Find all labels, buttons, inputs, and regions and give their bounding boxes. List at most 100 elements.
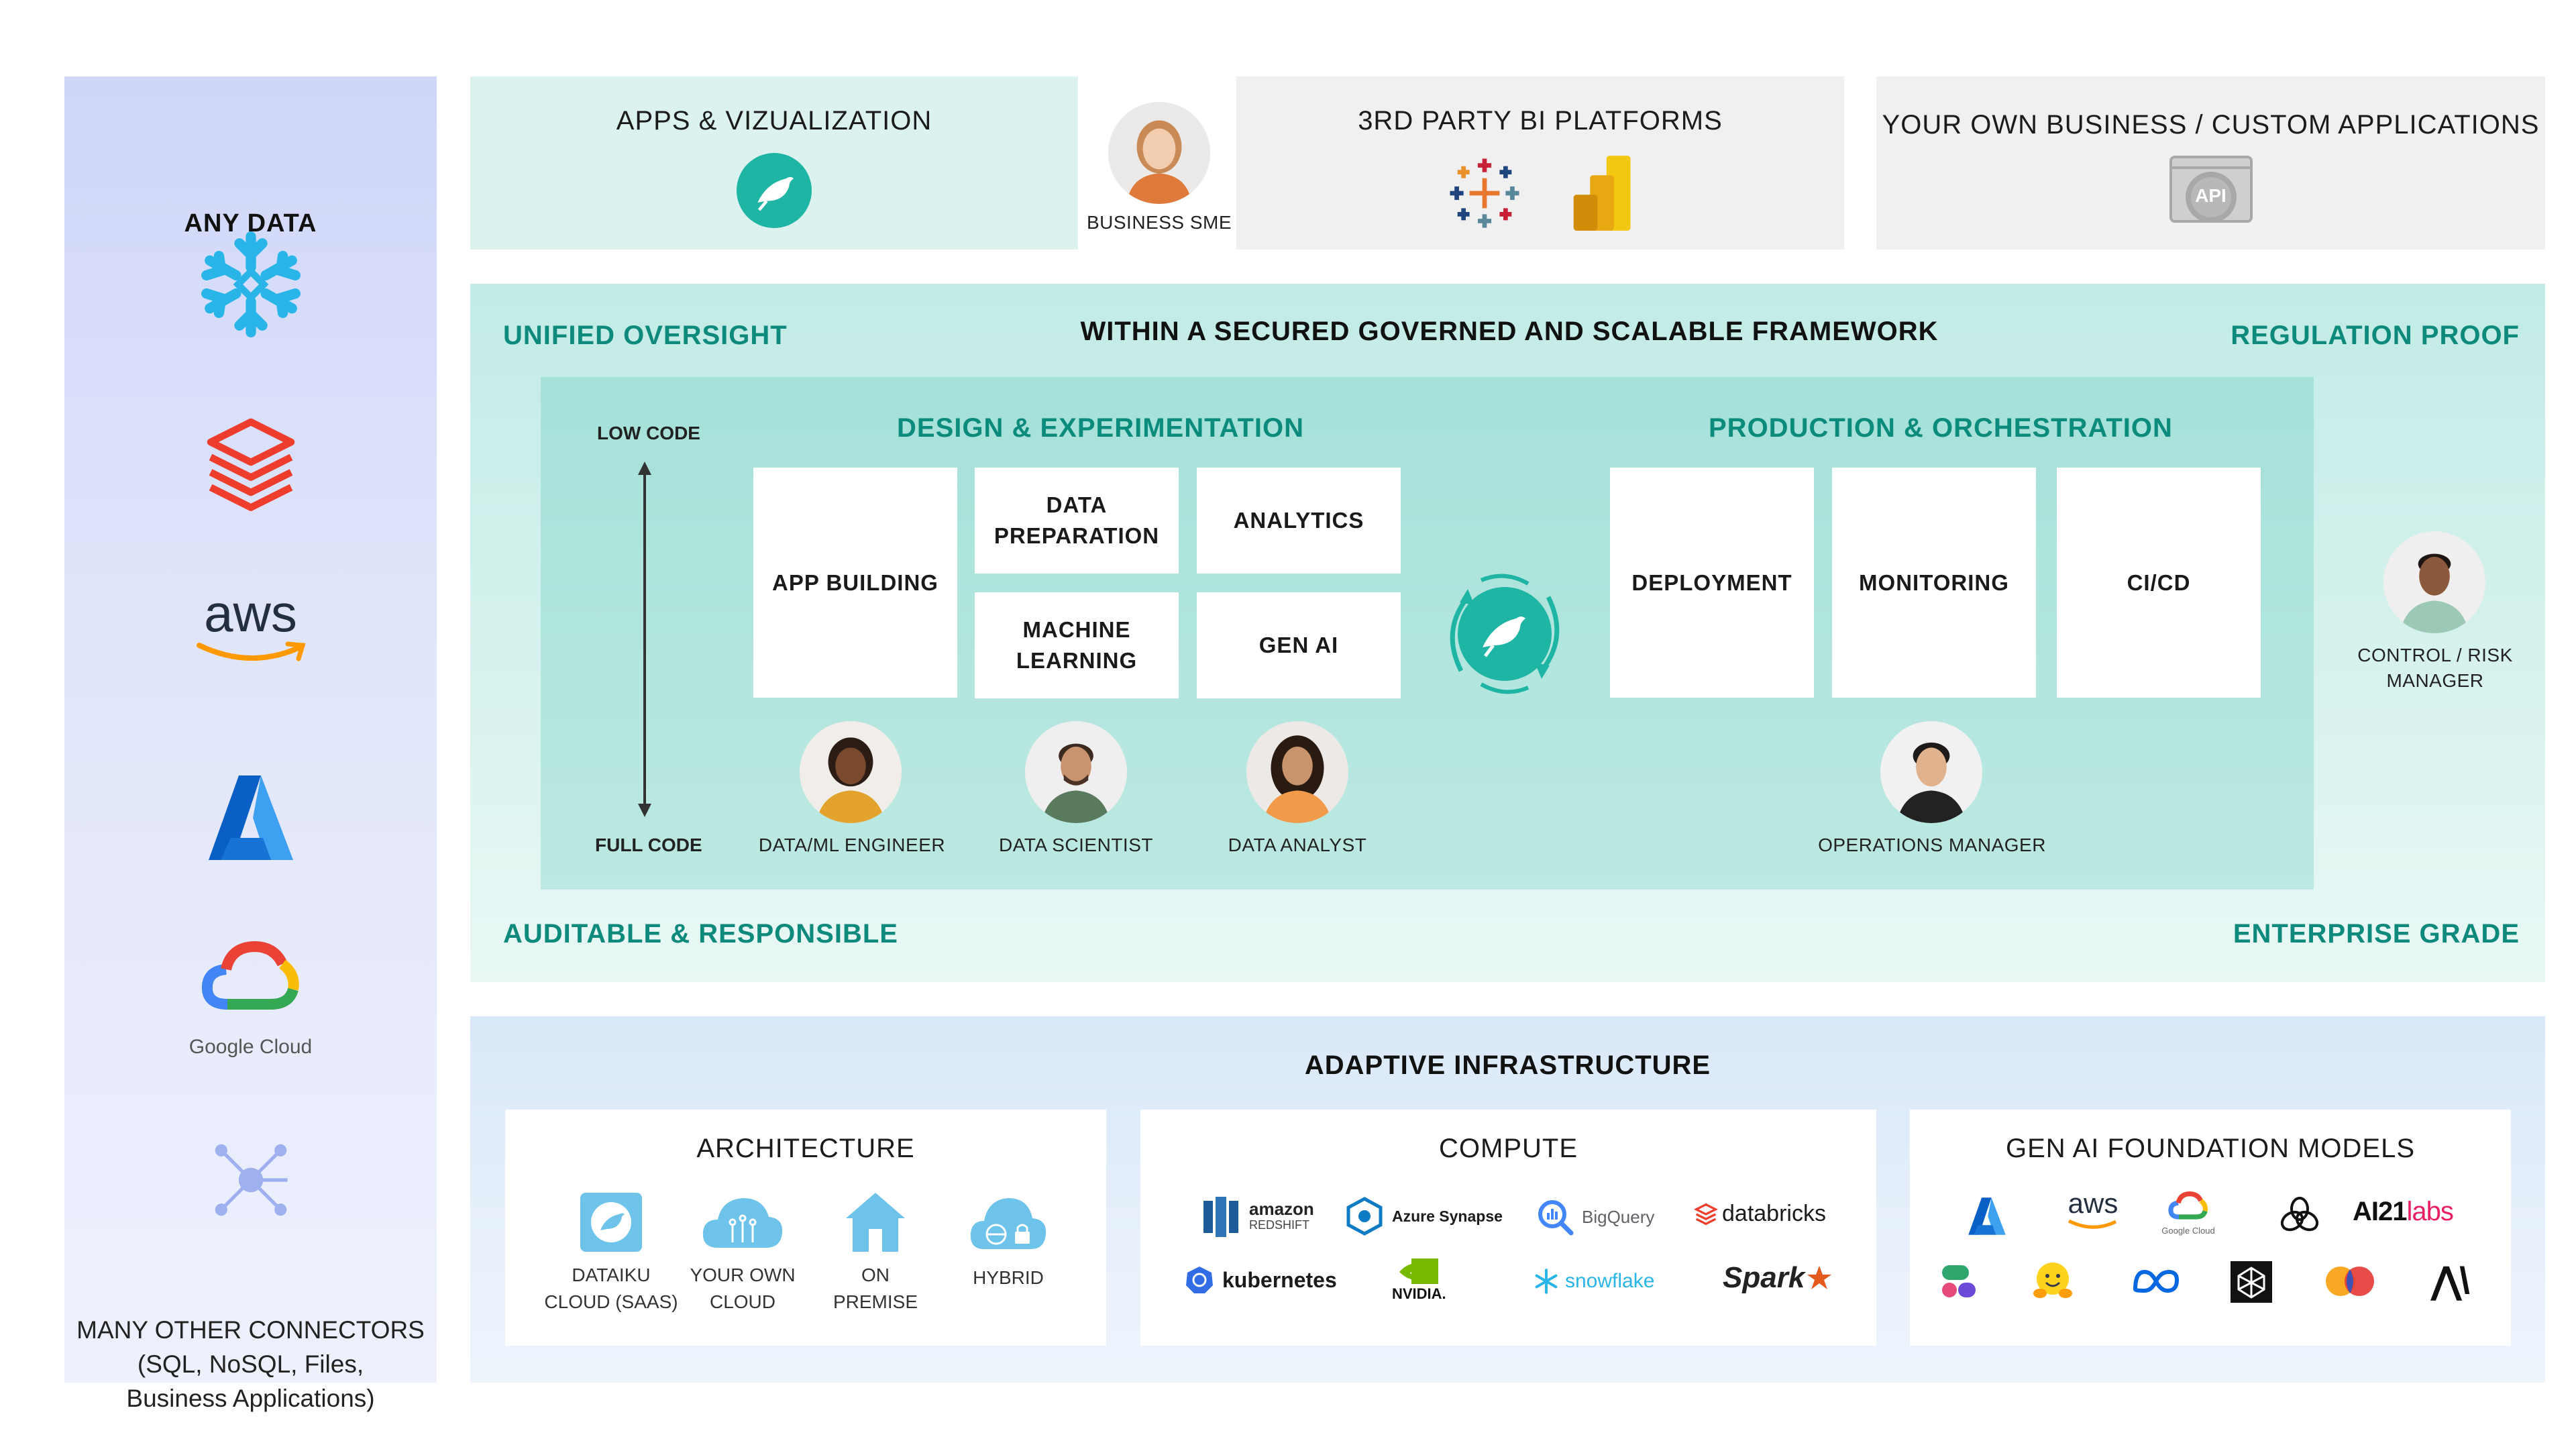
data-preparation-card[interactable]: DATA PREPARATION — [975, 468, 1179, 574]
full-code-label: FULL CODE — [595, 835, 702, 855]
snowflake-small-icon — [1535, 1269, 1558, 1294]
aws-icon: aws — [64, 586, 437, 667]
api-icon: API — [2168, 154, 2254, 233]
connectors-text: MANY OTHER CONNECTORS (SQL, NoSQL, Files… — [64, 1313, 437, 1415]
control-risk-manager-label: CONTROL / RISK MANAGER — [2334, 643, 2536, 694]
nvidia-icon — [1399, 1258, 1439, 1284]
custom-apps-box: YOUR OWN BUSINESS / CUSTOM APPLICATIONS … — [1876, 76, 2545, 250]
nvidia-text: NVIDIA. — [1392, 1285, 1446, 1302]
snowflake-icon — [64, 227, 437, 341]
databricks-logo: databricks — [1694, 1201, 1826, 1227]
card-label: DATA — [1046, 492, 1108, 517]
amazon-redshift-logo: amazon REDSHIFT — [1201, 1195, 1314, 1238]
amazon-text: amazon — [1249, 1199, 1314, 1219]
monitoring-card[interactable]: MONITORING — [1832, 468, 2036, 698]
bi-title: 3RD PARTY BI PLATFORMS — [1358, 106, 1723, 136]
app-building-label: APP BUILDING — [772, 570, 938, 595]
cicd-label: CI/CD — [2127, 570, 2191, 595]
databricks-icon — [64, 412, 437, 513]
card-label: LEARNING — [1016, 648, 1138, 673]
unified-oversight-label: UNIFIED OVERSIGHT — [503, 321, 788, 350]
bi-platforms-box: 3RD PARTY BI PLATFORMS — [1236, 76, 1844, 250]
google-cloud-small-text: Google Cloud — [2161, 1226, 2215, 1236]
bigquery-icon — [1538, 1200, 1574, 1236]
monitoring-label: MONITORING — [1859, 570, 2009, 595]
hybrid-cloud-icon — [970, 1198, 1046, 1249]
dataiku-bird-icon — [737, 153, 812, 228]
deployment-label: DEPLOYMENT — [1631, 570, 1792, 595]
kubernetes-icon — [1186, 1267, 1213, 1293]
apps-box: APPS & VIZUALIZATION — [470, 76, 1078, 250]
framework-title: WITHIN A SECURED GOVERNED AND SCALABLE F… — [1080, 317, 1939, 346]
genai-models-title: GEN AI FOUNDATION MODELS — [2006, 1134, 2415, 1163]
snowflake-compute-logo: snowflake — [1533, 1268, 1654, 1295]
data-scientist-avatar — [1025, 721, 1127, 823]
google-cloud-text: Google Cloud — [189, 1036, 313, 1058]
data-ml-engineer-avatar — [800, 721, 902, 823]
aws-small-logo: aws — [2063, 1189, 2123, 1234]
arch-label-line: CLOUD (SAAS) — [544, 1291, 678, 1312]
labs-text: labs — [2406, 1197, 2454, 1226]
dataiku-cycle-icon — [1450, 574, 1560, 694]
power-bi-icon — [1573, 156, 1631, 231]
meta-icon — [2133, 1269, 2180, 1293]
analytics-card[interactable]: ANALYTICS — [1197, 468, 1401, 574]
deployment-card[interactable]: DEPLOYMENT — [1610, 468, 1814, 698]
code-axis-arrow — [638, 462, 651, 817]
compute-title: COMPUTE — [1439, 1134, 1578, 1163]
app-building-card[interactable]: APP BUILDING — [753, 468, 957, 698]
card-label: PREPARATION — [994, 523, 1160, 548]
machine-learning-card[interactable]: MACHINE LEARNING — [975, 592, 1179, 698]
azure-small-icon — [1968, 1197, 2006, 1235]
gemini-like-icon — [2326, 1267, 2374, 1296]
dataiku-cloud-item: DATAIKU CLOUD (SAAS) — [544, 1190, 678, 1316]
genai-models-panel: GEN AI FOUNDATION MODELS aws Google Clou… — [1910, 1110, 2511, 1346]
kubernetes-text: kubernetes — [1222, 1267, 1337, 1292]
any-data-panel: ANY DATA aws — [64, 76, 437, 1412]
connectors-line: MANY OTHER CONNECTORS — [76, 1316, 425, 1344]
mistral-like-icon — [1942, 1265, 1976, 1297]
openai-icon — [2280, 1197, 2319, 1232]
low-code-label: LOW CODE — [597, 423, 700, 443]
perplexity-like-icon — [2231, 1261, 2272, 1303]
arch-label-line: CLOUD — [709, 1291, 775, 1312]
kubernetes-logo: kubernetes — [1185, 1265, 1337, 1295]
own-cloud-item: YOUR OWN CLOUD — [676, 1190, 810, 1316]
hybrid-item: HYBRID — [941, 1190, 1075, 1291]
google-cloud-small-logo: Google Cloud — [2151, 1190, 2225, 1236]
enterprise-grade-label: ENTERPRISE GRADE — [2233, 919, 2520, 949]
risk-label-line: MANAGER — [2386, 670, 2484, 691]
ai21-text: AI21 — [2353, 1197, 2407, 1226]
databricks-small-icon — [1694, 1203, 1718, 1225]
databricks-text: databricks — [1722, 1201, 1826, 1226]
custom-apps-title: YOUR OWN BUSINESS / CUSTOM APPLICATIONS — [1882, 110, 2540, 140]
azure-icon — [64, 767, 437, 868]
architecture-panel: ARCHITECTURE DATAIKU CLOUD (SAAS) YOUR O… — [505, 1110, 1106, 1346]
production-title: PRODUCTION & ORCHESTRATION — [1709, 413, 2173, 443]
aws-text: aws — [204, 584, 297, 643]
design-title: DESIGN & EXPERIMENTATION — [897, 413, 1305, 443]
bigquery-text: BigQuery — [1582, 1206, 1655, 1227]
api-label: API — [2195, 185, 2226, 206]
card-label: MACHINE — [1022, 617, 1131, 642]
spark-logo: Spark — [1723, 1261, 1833, 1295]
azure-synapse-logo: Azure Synapse — [1345, 1197, 1503, 1236]
hugging-face-icon — [2033, 1263, 2072, 1298]
cicd-card[interactable]: CI/CD — [2057, 468, 2261, 698]
operations-manager-avatar — [1880, 721, 1982, 823]
aws-small-text: aws — [2068, 1187, 2118, 1219]
business-sme-avatar — [1108, 102, 1210, 204]
arch-label-line: ON — [861, 1265, 890, 1285]
compute-panel: COMPUTE amazon REDSHIFT Azure Synapse Bi… — [1140, 1110, 1876, 1346]
tableau-icon — [1450, 158, 1519, 228]
connectors-line: Business Applications) — [126, 1385, 375, 1412]
architecture-title: ARCHITECTURE — [696, 1134, 915, 1163]
dataiku-cloud-icon — [580, 1193, 642, 1252]
connectors-icon — [64, 1136, 437, 1224]
business-sme-label: BUSINESS SME — [1086, 212, 1232, 233]
redshift-icon — [1203, 1197, 1238, 1237]
operations-manager-label: OPERATIONS MANAGER — [1818, 835, 2046, 855]
gen-ai-card[interactable]: GEN AI — [1197, 592, 1401, 698]
redshift-text: REDSHIFT — [1249, 1218, 1309, 1232]
arch-label-line: HYBRID — [973, 1267, 1044, 1288]
